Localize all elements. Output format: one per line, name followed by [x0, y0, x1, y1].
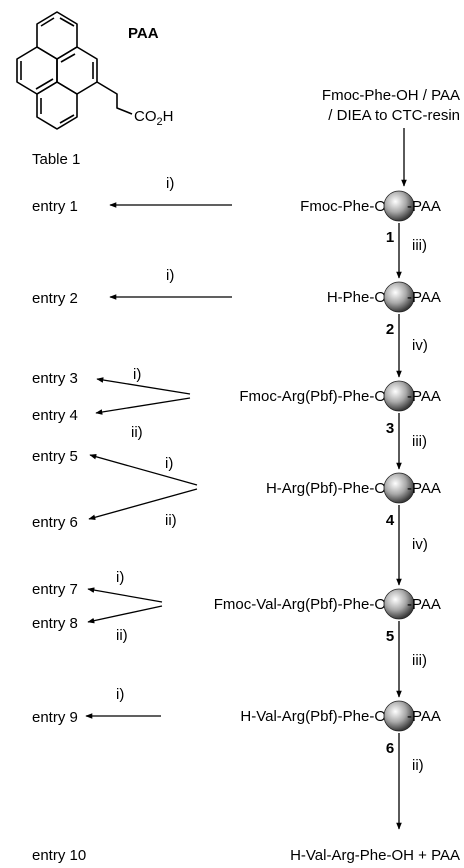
final-product: H-Val-Arg-Phe-OH + PAA	[290, 847, 460, 864]
entry-1: entry 1	[32, 198, 78, 215]
compound-number-6: 6	[386, 740, 394, 757]
step-2-label-left: H-Phe-O-	[327, 289, 391, 306]
arrow-to-entry-6	[88, 488, 198, 521]
step-2-label-right: -PAA	[407, 289, 441, 306]
paa-structure	[16, 11, 133, 130]
arrow-to-entry-8	[87, 605, 163, 624]
vertical-label-1: iii)	[412, 237, 427, 254]
resin-bead-icon	[383, 588, 415, 620]
vertical-label-2: iv)	[412, 337, 428, 354]
step-6: H-Val-Arg(Pbf)-Phe-O- -PAA 6	[240, 700, 441, 757]
step-6-label-left: H-Val-Arg(Pbf)-Phe-O-	[240, 708, 391, 725]
compound-number-5: 5	[386, 628, 394, 645]
arrow-label-6: ii)	[165, 512, 177, 529]
arrow-label-5: i)	[165, 455, 173, 472]
vertical-label-6: ii)	[412, 757, 424, 774]
step-4-label-left: H-Arg(Pbf)-Phe-O-	[266, 480, 391, 497]
acid-group-label: CO2H	[134, 108, 173, 128]
arrow-to-entry-4	[95, 397, 191, 415]
arrow-label-9: i)	[116, 686, 124, 703]
entry-2: entry 2	[32, 290, 78, 307]
vertical-label-3: iii)	[412, 433, 427, 450]
step-6-label-right: -PAA	[407, 708, 441, 725]
entry-3: entry 3	[32, 370, 78, 387]
step-3-label-right: -PAA	[407, 388, 441, 405]
entry-4: entry 4	[32, 407, 78, 424]
step-1-label-right: -PAA	[407, 198, 441, 215]
reagent-line-1: Fmoc-Phe-OH / PAA	[322, 87, 460, 104]
step-2: H-Phe-O- -PAA 2	[327, 281, 441, 338]
step-1: Fmoc-Phe-O- -PAA 1	[300, 190, 441, 246]
arrow-label-3: i)	[133, 366, 141, 383]
compound-number-2: 2	[386, 321, 394, 338]
step-3: Fmoc-Arg(Pbf)-Phe-O- -PAA 3	[239, 380, 441, 437]
compound-number-3: 3	[386, 420, 394, 437]
resin-bead-icon	[383, 472, 415, 504]
arrow-to-entry-5	[89, 454, 198, 486]
table-header: Table 1	[32, 151, 80, 168]
resin-bead-icon	[383, 190, 415, 222]
step-4: H-Arg(Pbf)-Phe-O- -PAA 4	[266, 472, 441, 529]
arrow-label-7: i)	[116, 569, 124, 586]
arrow-label-8: ii)	[116, 627, 128, 644]
compound-number-4: 4	[386, 512, 395, 529]
arrow-to-entry-3	[96, 377, 191, 395]
entry-5: entry 5	[32, 448, 78, 465]
step-1-label-left: Fmoc-Phe-O-	[300, 198, 391, 215]
entry-8: entry 8	[32, 615, 78, 632]
arrow-label-4: ii)	[131, 424, 143, 441]
step-5: Fmoc-Val-Arg(Pbf)-Phe-O- -PAA 5	[214, 588, 441, 645]
arrow-label-2: i)	[166, 267, 174, 284]
step-5-label-left: Fmoc-Val-Arg(Pbf)-Phe-O-	[214, 596, 391, 613]
entry-6: entry 6	[32, 514, 78, 531]
step-5-label-right: -PAA	[407, 596, 441, 613]
reagent-line-2: / DIEA to CTC-resin	[328, 107, 460, 124]
entry-7: entry 7	[32, 581, 78, 598]
entry-10: entry 10	[32, 847, 86, 864]
step-4-label-right: -PAA	[407, 480, 441, 497]
vertical-label-4: iv)	[412, 536, 428, 553]
resin-bead-icon	[383, 281, 415, 313]
resin-bead-icon	[383, 380, 415, 412]
step-3-label-left: Fmoc-Arg(Pbf)-Phe-O-	[239, 388, 391, 405]
vertical-label-5: iii)	[412, 652, 427, 669]
arrow-to-entry-7	[87, 587, 163, 603]
paa-label: PAA	[128, 25, 159, 42]
arrow-label-1: i)	[166, 175, 174, 192]
resin-bead-icon	[383, 700, 415, 732]
compound-number-1: 1	[386, 229, 394, 246]
entry-9: entry 9	[32, 709, 78, 726]
